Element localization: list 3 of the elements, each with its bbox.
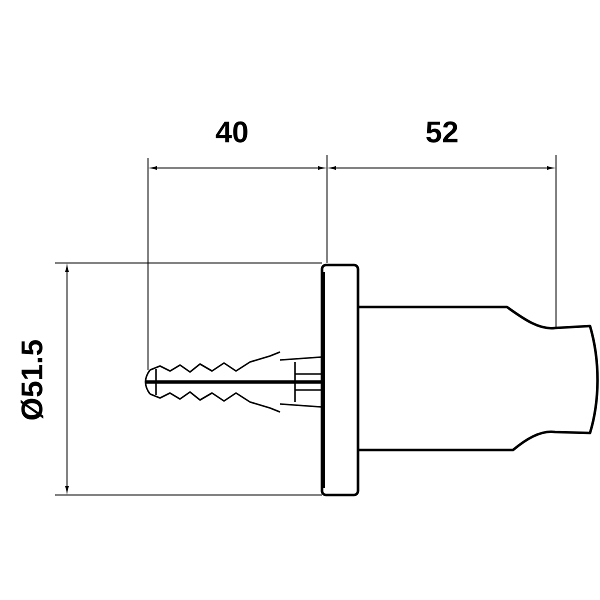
dimension-label: 52 [426, 121, 458, 143]
dimension-label: Ø51.5 [20, 340, 44, 420]
dimension-label: 40 [216, 121, 248, 143]
